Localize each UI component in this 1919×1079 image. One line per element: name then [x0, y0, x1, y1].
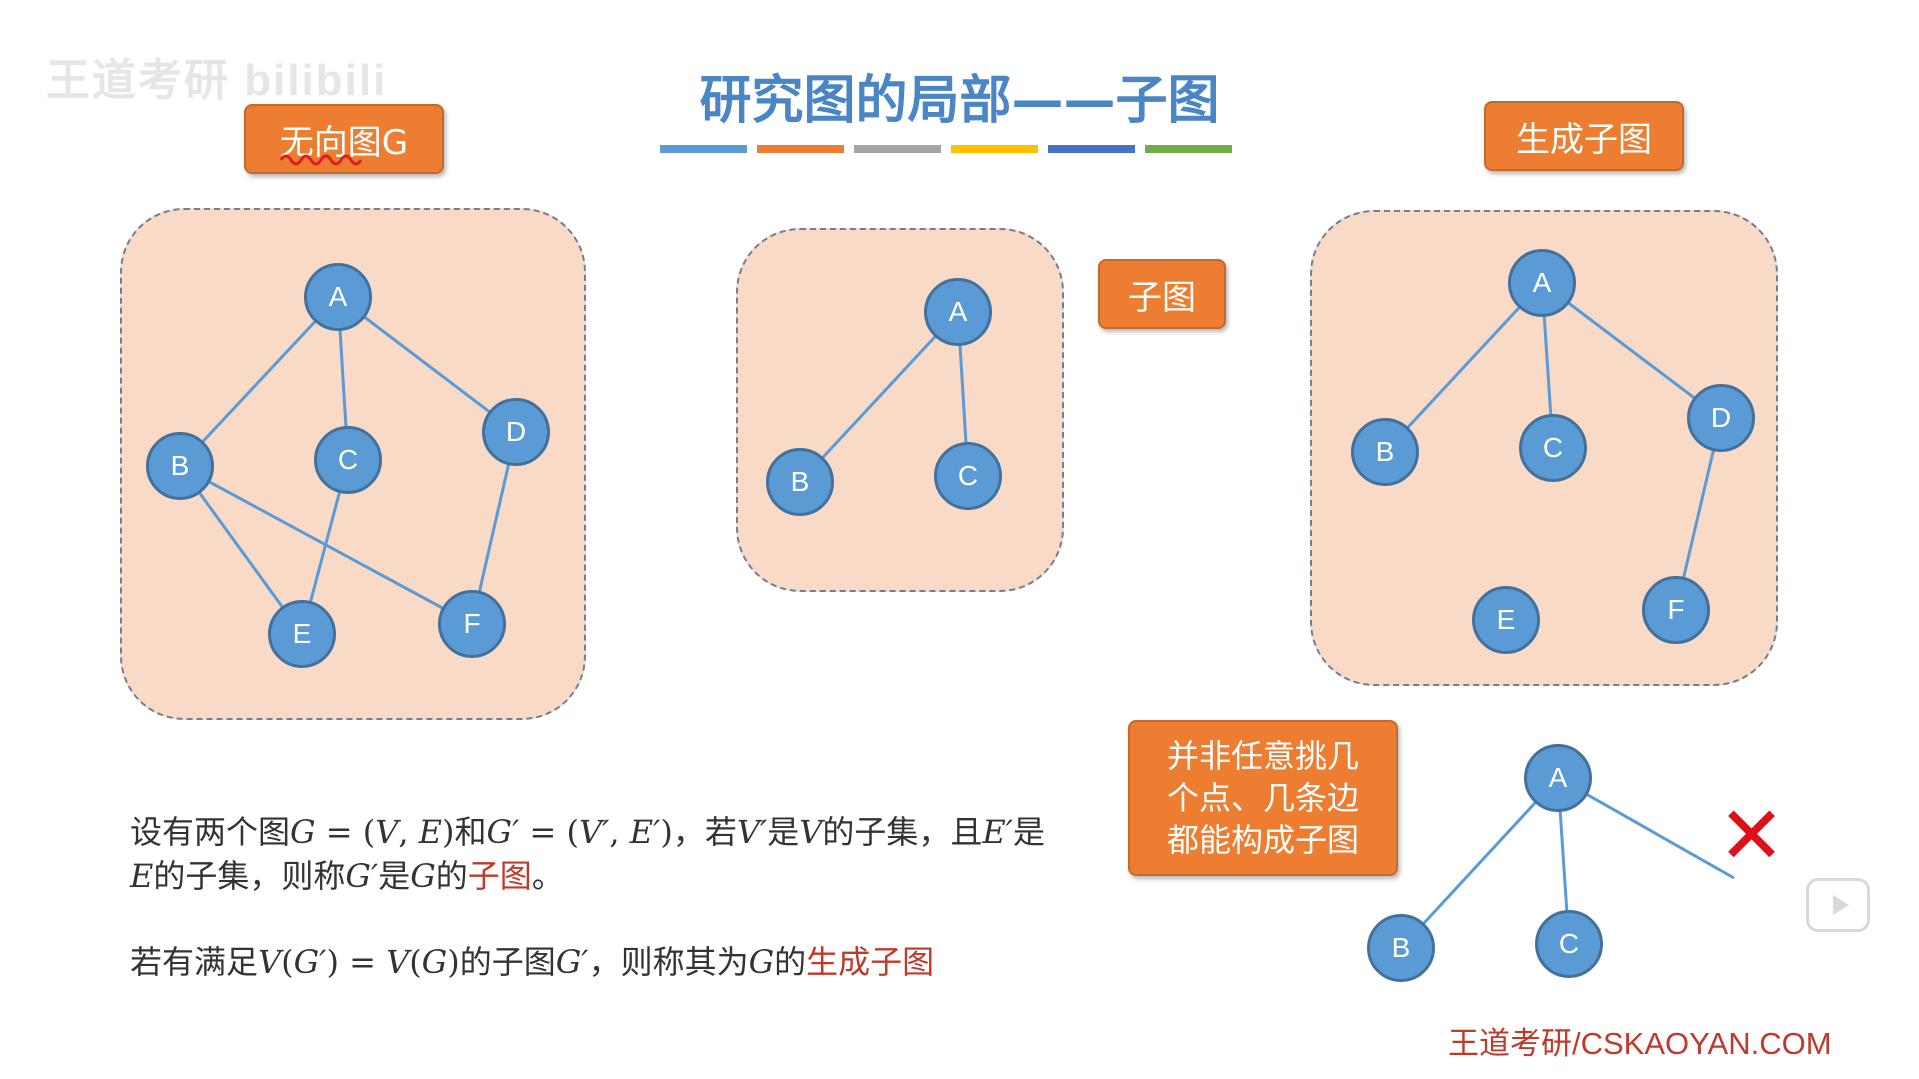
callout-subgraph-label: 子图 [1128, 277, 1196, 318]
def-symbol: G [421, 943, 448, 981]
def-symbol: G′ [345, 857, 379, 895]
accent-bar [1145, 145, 1232, 153]
def-symbol: G′ [293, 943, 327, 981]
slide-title: 研究图的局部——子图 [699, 71, 1220, 131]
def-text: = ( [519, 813, 579, 851]
def-text: ( [409, 943, 422, 981]
edge-g-AD [337, 295, 517, 434]
callout-subgraph: 子图 [1098, 259, 1226, 329]
accent-bar [854, 145, 941, 153]
spanning-node-a: A [1508, 249, 1576, 317]
accent-bars [660, 145, 1232, 153]
graph-g-node-e: E [268, 600, 336, 668]
callout-note-line-2: 个点、几条边 [1166, 779, 1359, 817]
accent-bar [757, 145, 844, 153]
spanning-node-b: B [1351, 418, 1419, 486]
def-text: 若有满足 [130, 943, 259, 981]
subgraph-node-c: C [934, 442, 1002, 510]
def-symbol: E′ [982, 813, 1013, 851]
def-text: ) = [326, 943, 387, 981]
def-symbol: G [748, 943, 775, 981]
def-text: 的子集，且 [822, 813, 983, 851]
def-text: 设有两个图 [130, 813, 291, 851]
def-text: , [398, 813, 419, 851]
accent-bar [660, 145, 747, 153]
definition-line-1: 设有两个图G = (V, E)和G′ = (V′, E′)，若V′是V的子集，且… [130, 810, 1060, 854]
def-highlight-spanning: 生成子图 [806, 943, 935, 981]
callout-note-line-1: 并非任意挑几 [1166, 737, 1359, 775]
def-symbol: E [418, 813, 443, 851]
def-text: 。 [531, 857, 564, 895]
subgraph-panel [736, 228, 1064, 592]
spanning-node-e: E [1472, 586, 1540, 654]
def-symbol: V′ [736, 813, 768, 851]
callout-note: 并非任意挑几 个点、几条边 都能构成子图 [1128, 720, 1398, 876]
edge-sub-AB [798, 310, 960, 484]
accent-bar [1048, 145, 1135, 153]
def-text: = ( [315, 813, 376, 851]
edge-spanning-AD [1541, 281, 1722, 420]
graph-g-node-b: B [146, 432, 214, 500]
counter-node-b: B [1367, 914, 1435, 982]
def-text: 是 [378, 857, 411, 895]
def-symbol: G [410, 857, 436, 895]
squiggle-underline-icon [279, 154, 363, 166]
def-symbol: E [130, 857, 154, 895]
spanning-node-d: D [1687, 384, 1755, 452]
graph-g-node-c: C [314, 426, 382, 494]
play-icon[interactable] [1806, 878, 1870, 932]
def-symbol: G′ [555, 943, 589, 981]
def-symbol: V′ [579, 813, 610, 851]
def-symbol: E′ [629, 813, 661, 851]
def-highlight-subgraph: 子图 [467, 857, 532, 895]
def-text: )和 [442, 813, 487, 851]
def-text: ，则称其为 [588, 943, 749, 981]
def-text: 的 [774, 943, 807, 981]
def-text: , [609, 813, 630, 851]
subgraph-node-a: A [924, 278, 992, 346]
def-text: 是 [1012, 813, 1045, 851]
def-text: 的子集，则称 [153, 857, 346, 895]
callout-note-line-3: 都能构成子图 [1166, 821, 1359, 859]
callout-undirected-graph: 无向图G [244, 104, 444, 174]
counter-node-a: A [1524, 744, 1592, 812]
def-symbol: V [386, 943, 410, 981]
edge-spanning-AB [1383, 281, 1544, 454]
definition-subgraph: 设有两个图G = (V, E)和G′ = (V′, E′)，若V′是V的子集，且… [130, 810, 1060, 898]
footer-brand: 王道考研/CSKAOYAN.COM [1448, 1026, 1832, 1061]
definition-spanning-subgraph: 若有满足V(G′) = V(G)的子图G′，则称其为G的生成子图 [130, 940, 1060, 984]
callout-spanning-subgraph-label: 生成子图 [1516, 119, 1652, 160]
spanning-node-c: C [1519, 414, 1587, 482]
def-symbol: V [799, 813, 823, 851]
subgraph-node-b: B [766, 448, 834, 516]
watermark: 王道考研 bilibili [46, 56, 388, 105]
edge-counter-AB [1399, 776, 1560, 950]
graph-g-node-d: D [482, 398, 550, 466]
def-symbol: V [375, 813, 399, 851]
def-text: 的 [435, 857, 468, 895]
def-text: )的子图 [447, 943, 556, 981]
def-symbol: G′ [486, 813, 520, 851]
def-symbol: G [290, 813, 316, 851]
graph-g-node-f: F [438, 590, 506, 658]
accent-bar [951, 145, 1038, 153]
definition-line-2: E的子集，则称G′是G的子图。 [130, 854, 1060, 898]
spanning-node-f: F [1642, 576, 1710, 644]
callout-spanning-subgraph: 生成子图 [1484, 101, 1684, 171]
def-text: ( [281, 943, 294, 981]
def-text: )，若 [660, 813, 737, 851]
def-text: 是 [767, 813, 800, 851]
invalid-cross-icon: ✕ [1718, 789, 1786, 882]
edge-g-AB [178, 295, 340, 468]
def-symbol: V [258, 943, 282, 981]
counter-node-c: C [1535, 910, 1603, 978]
graph-g-node-a: A [304, 263, 372, 331]
